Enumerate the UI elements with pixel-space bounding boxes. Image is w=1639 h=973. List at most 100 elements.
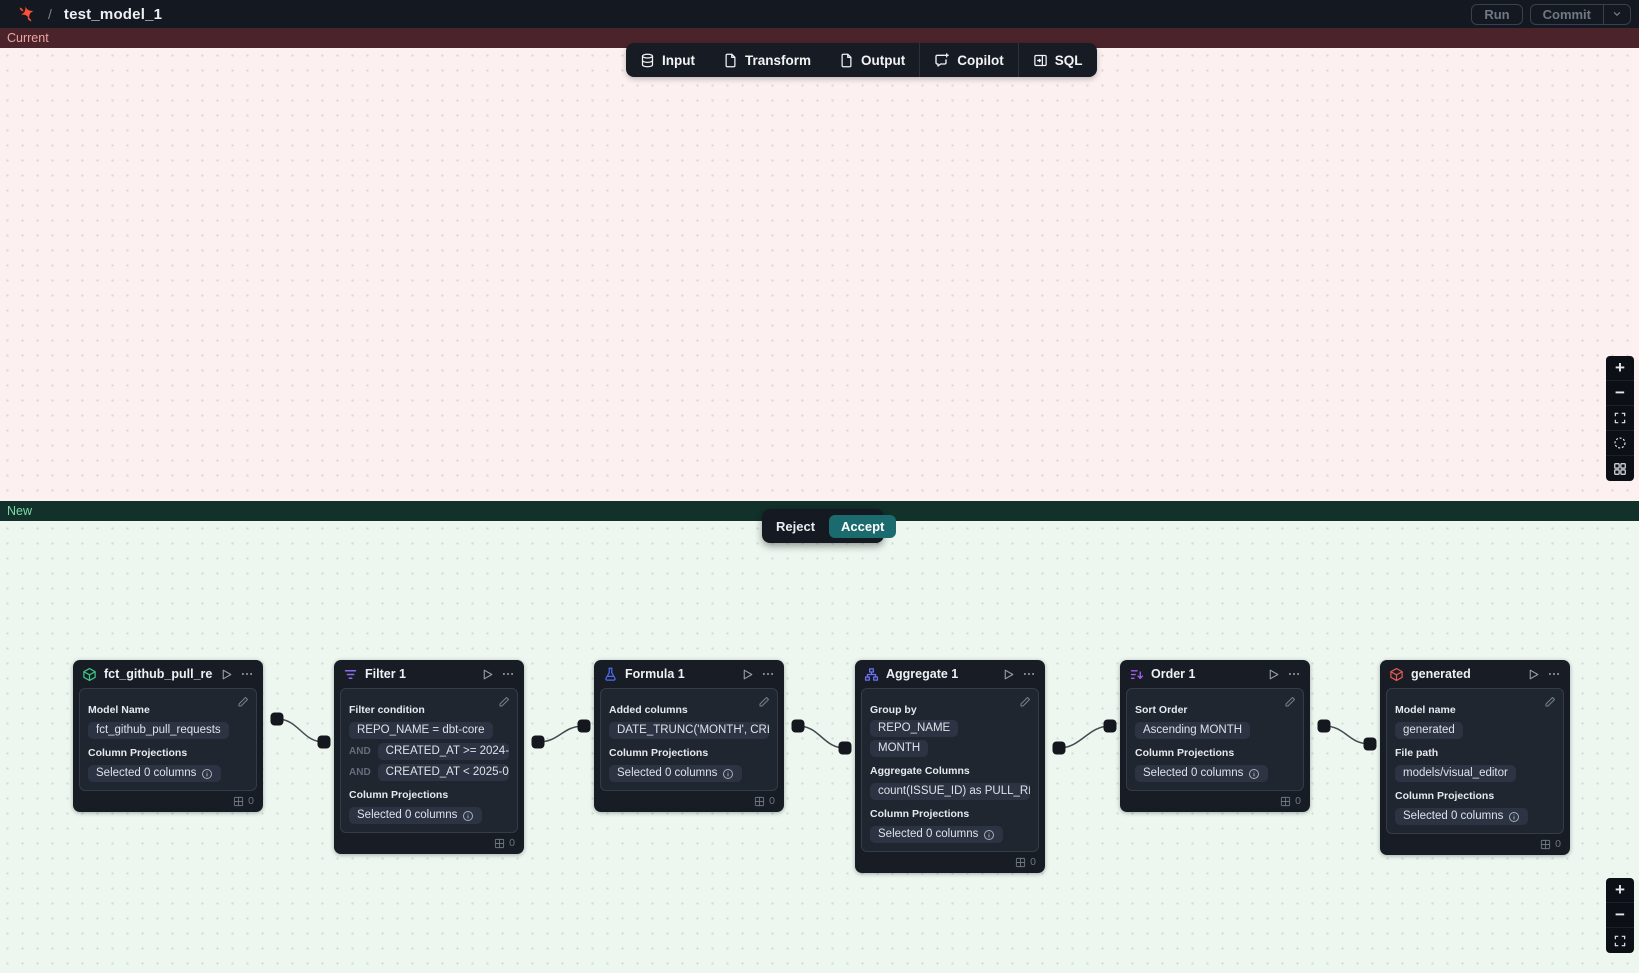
filter-condition-pill[interactable]: CREATED_AT < 2025-03-01 bbox=[377, 764, 509, 781]
node-title: generated bbox=[1411, 667, 1471, 681]
sort-order-pill[interactable]: Ascending MONTH bbox=[1135, 722, 1251, 739]
reject-button[interactable]: Reject bbox=[764, 515, 827, 538]
accept-button[interactable]: Accept bbox=[829, 514, 897, 538]
commit-button[interactable]: Commit bbox=[1542, 6, 1591, 22]
column-projections-pill[interactable]: Selected 0 columns bbox=[1395, 808, 1529, 825]
node-order-1[interactable]: Order 1 Sort Order Ascending MONTH Colum… bbox=[1120, 660, 1310, 812]
group-by-pill[interactable]: MONTH bbox=[870, 740, 929, 757]
zoom-out-button[interactable]: − bbox=[1606, 381, 1634, 406]
port bbox=[1052, 741, 1066, 755]
commit-dropdown-button[interactable] bbox=[1603, 4, 1630, 24]
zoom-in-button[interactable]: + bbox=[1606, 878, 1634, 903]
column-projections-pill[interactable]: Selected 0 columns bbox=[349, 807, 483, 824]
field-label: Column Projections bbox=[609, 747, 709, 759]
fit-view-button[interactable] bbox=[1606, 406, 1634, 431]
column-projections-pill[interactable]: Selected 0 columns bbox=[609, 765, 743, 782]
toolbar-copilot-button[interactable]: Copilot bbox=[920, 43, 1018, 77]
top-header: / test_model_1 Run Commit bbox=[0, 0, 1639, 28]
field-label: File path bbox=[1395, 747, 1439, 759]
edit-pencil-icon[interactable] bbox=[758, 695, 770, 713]
info-icon bbox=[463, 810, 474, 821]
zoom-out-button[interactable]: − bbox=[1606, 903, 1634, 928]
field-label: Column Projections bbox=[870, 808, 970, 820]
node-menu-button[interactable] bbox=[501, 667, 515, 681]
edit-pencil-icon[interactable] bbox=[1019, 695, 1031, 713]
toolbar-input-button[interactable]: Input bbox=[626, 43, 709, 77]
cube-icon-green bbox=[83, 667, 96, 681]
run-node-button[interactable] bbox=[220, 668, 233, 681]
layout-grid-button[interactable] bbox=[1606, 456, 1634, 481]
formula-pill[interactable]: DATE_TRUNC('MONTH', CREATED_AT… bbox=[609, 722, 769, 739]
port bbox=[317, 735, 331, 749]
table-icon bbox=[495, 838, 505, 848]
toolbar-separator bbox=[1017, 43, 1019, 77]
toolbar-transform-button[interactable]: Transform bbox=[709, 43, 825, 77]
port bbox=[1317, 719, 1331, 733]
edit-pencil-icon[interactable] bbox=[237, 695, 249, 713]
file-icon bbox=[725, 53, 736, 67]
toolbar-output-button[interactable]: Output bbox=[825, 43, 919, 77]
zoom-in-button[interactable]: + bbox=[1606, 356, 1634, 381]
node-aggregate-1[interactable]: Aggregate 1 Group by REPO_NAME MONTH Agg… bbox=[855, 660, 1045, 873]
filter-condition-pill[interactable]: CREATED_AT >= 2024-12-01 bbox=[377, 743, 509, 760]
edit-pencil-icon[interactable] bbox=[498, 695, 510, 713]
fit-view-button[interactable] bbox=[1606, 928, 1634, 953]
node-menu-button[interactable] bbox=[761, 667, 775, 681]
node-title: Filter 1 bbox=[365, 667, 406, 681]
node-menu-button[interactable] bbox=[1287, 667, 1301, 681]
copilot-icon bbox=[935, 53, 949, 67]
toolbar-sql-button[interactable]: SQL bbox=[1019, 43, 1097, 77]
node-generated[interactable]: generated Model name generated File path… bbox=[1380, 660, 1570, 855]
flask-icon bbox=[605, 667, 616, 681]
edge bbox=[1058, 725, 1111, 749]
field-label: Added columns bbox=[609, 704, 688, 716]
and-label: AND bbox=[349, 746, 371, 757]
filter-icon bbox=[344, 669, 357, 679]
current-canvas-controls: + − bbox=[1606, 356, 1634, 481]
edit-pencil-icon[interactable] bbox=[1544, 695, 1556, 713]
run-node-button[interactable] bbox=[741, 668, 754, 681]
run-node-button[interactable] bbox=[1527, 668, 1540, 681]
group-by-pill[interactable]: REPO_NAME bbox=[870, 720, 959, 737]
node-body: Group by REPO_NAME MONTH Aggregate Colum… bbox=[861, 688, 1039, 852]
value-pill[interactable]: fct_github_pull_requests bbox=[88, 722, 229, 739]
run-node-button[interactable] bbox=[481, 668, 494, 681]
focus-button[interactable] bbox=[1606, 431, 1634, 456]
dashed-circle-icon bbox=[1614, 437, 1626, 449]
column-projections-pill[interactable]: Selected 0 columns bbox=[1135, 765, 1269, 782]
table-icon bbox=[1541, 839, 1551, 849]
grid-icon bbox=[1614, 462, 1626, 475]
node-row-count: 0 bbox=[1126, 791, 1304, 809]
file-path-pill[interactable]: models/visual_editor bbox=[1395, 765, 1516, 782]
column-projections-pill[interactable]: Selected 0 columns bbox=[88, 765, 222, 782]
sitemap-icon bbox=[864, 667, 879, 681]
node-menu-button[interactable] bbox=[1022, 667, 1036, 681]
model-name-pill[interactable]: generated bbox=[1395, 722, 1463, 739]
node-filter-1[interactable]: Filter 1 Filter condition REPO_NAME = db… bbox=[334, 660, 524, 854]
run-node-button[interactable] bbox=[1267, 668, 1280, 681]
node-row-count: 0 bbox=[600, 791, 778, 809]
filter-condition-pill[interactable]: REPO_NAME = dbt-core bbox=[349, 722, 493, 739]
node-menu-button[interactable] bbox=[1547, 667, 1561, 681]
chevron-down-icon bbox=[1613, 12, 1621, 17]
node-formula-1[interactable]: Formula 1 Added columns DATE_TRUNC('MONT… bbox=[594, 660, 784, 812]
run-node-button[interactable] bbox=[1002, 668, 1015, 681]
info-icon bbox=[1249, 768, 1260, 779]
current-pane-bar: Current bbox=[0, 28, 1639, 48]
node-row-count: 0 bbox=[1386, 834, 1564, 852]
node-fct-github-pull-requests[interactable]: fct_github_pull_requests Model Name fct_… bbox=[73, 660, 263, 812]
dbt-logo-icon[interactable] bbox=[16, 5, 35, 24]
edit-pencil-icon[interactable] bbox=[1284, 695, 1296, 713]
run-button[interactable]: Run bbox=[1471, 3, 1523, 25]
field-label: Filter condition bbox=[349, 704, 425, 716]
toolbar-separator bbox=[919, 43, 921, 77]
node-body: Model Name fct_github_pull_requests Colu… bbox=[79, 688, 257, 791]
node-menu-button[interactable] bbox=[240, 667, 254, 681]
current-canvas[interactable] bbox=[0, 48, 1639, 501]
aggregate-pill[interactable]: count(ISSUE_ID) as PULL_REQUEST_… bbox=[870, 783, 1030, 800]
new-canvas[interactable]: fct_github_pull_requests Model Name fct_… bbox=[0, 521, 1639, 973]
column-projections-pill[interactable]: Selected 0 columns bbox=[870, 826, 1004, 843]
table-icon bbox=[755, 796, 765, 806]
info-icon bbox=[723, 768, 734, 779]
